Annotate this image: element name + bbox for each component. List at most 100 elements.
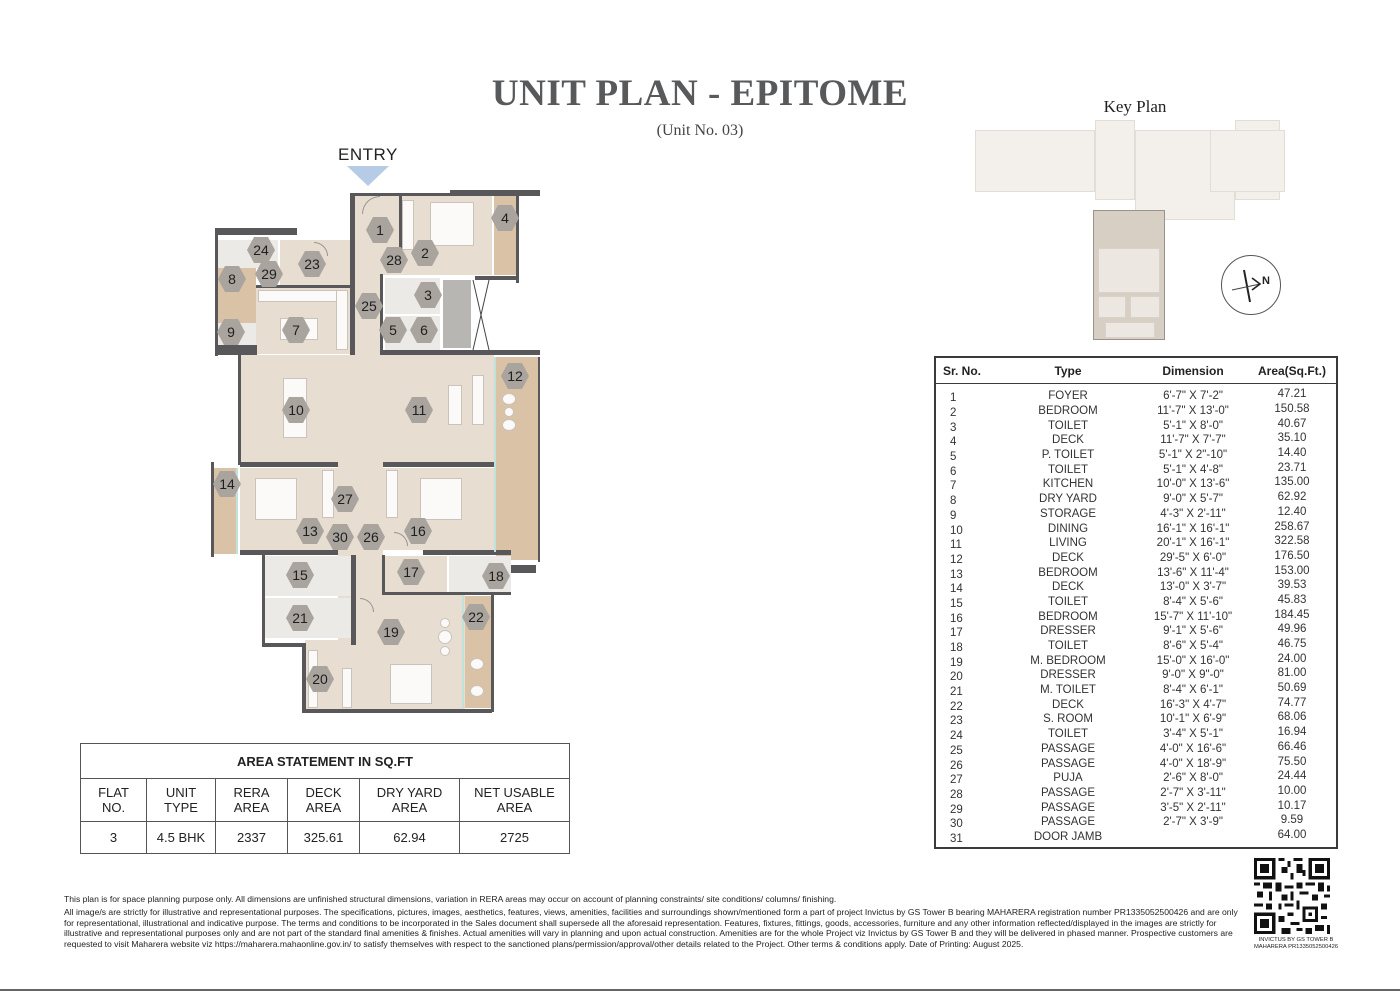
area-cell: 74.77 <box>1277 696 1307 709</box>
bottom-divider <box>0 989 1400 991</box>
dimension-cell: 9'-0" X 5'-7" <box>1163 493 1223 506</box>
sr-no-cell: 6 <box>950 465 957 478</box>
seat <box>438 630 452 644</box>
area-cell: 135.00 <box>1274 476 1310 489</box>
sr-no-cell: 20 <box>950 671 963 684</box>
key-plan-wing <box>1095 120 1135 200</box>
area-cell: 9.59 <box>1280 814 1304 827</box>
area-cell: 62.92 <box>1277 491 1307 504</box>
area-cell: 40.67 <box>1277 417 1307 430</box>
area-cell: 49.96 <box>1277 623 1307 636</box>
sr-no-cell: 23 <box>950 715 963 728</box>
area-cell: 258.67 <box>1274 520 1310 533</box>
bed-furniture <box>255 478 297 520</box>
type-cell: DECK <box>1052 551 1084 564</box>
wall <box>382 555 385 595</box>
type-cell: M. TOILET <box>1040 684 1096 697</box>
flat-no-value: 3 <box>80 821 147 854</box>
area-cell: 150.58 <box>1274 403 1310 416</box>
seat <box>440 618 450 628</box>
wall <box>240 550 338 555</box>
area-cell: 45.83 <box>1277 593 1307 606</box>
type-cell: STORAGE <box>1039 507 1097 520</box>
key-plan-title: Key Plan <box>1103 97 1167 116</box>
area-cell: 153.00 <box>1274 564 1310 577</box>
key-plan-unit-room <box>1098 248 1160 293</box>
bed-furniture <box>390 664 432 704</box>
type-cell: PASSAGE <box>1040 742 1096 755</box>
wall <box>215 228 297 235</box>
type-cell: TOILET <box>1047 728 1089 741</box>
area-cell: 68.06 <box>1277 711 1307 724</box>
dimension-cell: 6'-7" X 7'-2" <box>1163 390 1223 403</box>
room-shaft <box>443 280 471 348</box>
col-header-sr-no: Sr. No. <box>943 363 982 378</box>
area-cell: 10.17 <box>1277 799 1307 812</box>
wall <box>450 190 540 196</box>
svg-text:N: N <box>1262 275 1270 287</box>
type-cell: PASSAGE <box>1040 757 1096 770</box>
wardrobe <box>386 470 398 518</box>
qr-caption-rera: MAHARERA PR1335052500426 <box>1253 944 1339 950</box>
sr-no-cell: 11 <box>950 539 962 552</box>
sr-no-cell: 1 <box>950 392 957 405</box>
area-cell: 47.21 <box>1277 388 1307 401</box>
duct-cross-brace <box>472 280 490 350</box>
wall <box>262 555 265 645</box>
wall <box>302 709 492 713</box>
wall <box>215 228 218 356</box>
dimension-cell: 2'-6" X 8'-0" <box>1163 772 1223 785</box>
type-cell: LIVING <box>1049 537 1087 550</box>
seat <box>440 646 450 656</box>
sr-no-cell: 15 <box>950 597 963 610</box>
bed-furniture <box>430 202 474 246</box>
rera-area-value: 2337 <box>215 821 288 854</box>
floor-plan: ENTRY <box>0 0 700 740</box>
type-cell: KITCHEN <box>1042 478 1094 491</box>
area-cell: 24.44 <box>1277 770 1307 783</box>
wall <box>350 193 540 196</box>
type-cell: TOILET <box>1047 463 1089 476</box>
wall <box>238 355 241 465</box>
type-cell: TOILET <box>1047 595 1089 608</box>
key-plan-unit-room <box>1105 322 1155 338</box>
area-cell: 24.00 <box>1277 652 1307 665</box>
area-cell: 75.50 <box>1277 755 1307 768</box>
dimension-cell: 3'-4" X 5'-1" <box>1163 728 1223 741</box>
dimension-cell: 8'-6" X 5'-4" <box>1163 640 1223 653</box>
wall <box>475 276 519 280</box>
col-header-dimension: Dimension <box>1162 363 1224 378</box>
sr-no-cell: 2 <box>950 407 957 420</box>
area-cell: 322.58 <box>1274 535 1310 548</box>
disclaimer: This plan is for space planning purpose … <box>64 894 1244 949</box>
deck-area-value: 325.61 <box>287 821 360 854</box>
page-title: UNIT PLAN - EPITOME <box>491 73 909 114</box>
bed-furniture <box>420 478 462 520</box>
room-schedule-header: Sr. No. Type Dimension Area(Sq.Ft.) <box>936 358 1336 384</box>
key-plan-wing <box>1210 130 1285 192</box>
area-cell: 50.69 <box>1277 682 1307 695</box>
disclaimer-line-2: All image/s are strictly for illustrativ… <box>64 907 1238 949</box>
area-cell: 66.46 <box>1277 740 1307 753</box>
north-compass-icon: N <box>1221 255 1281 315</box>
type-cell: P. TOILET <box>1041 449 1095 462</box>
kitchen-counter <box>336 290 348 350</box>
dimension-cell: 15'-7" X 11'-10" <box>1153 610 1233 623</box>
